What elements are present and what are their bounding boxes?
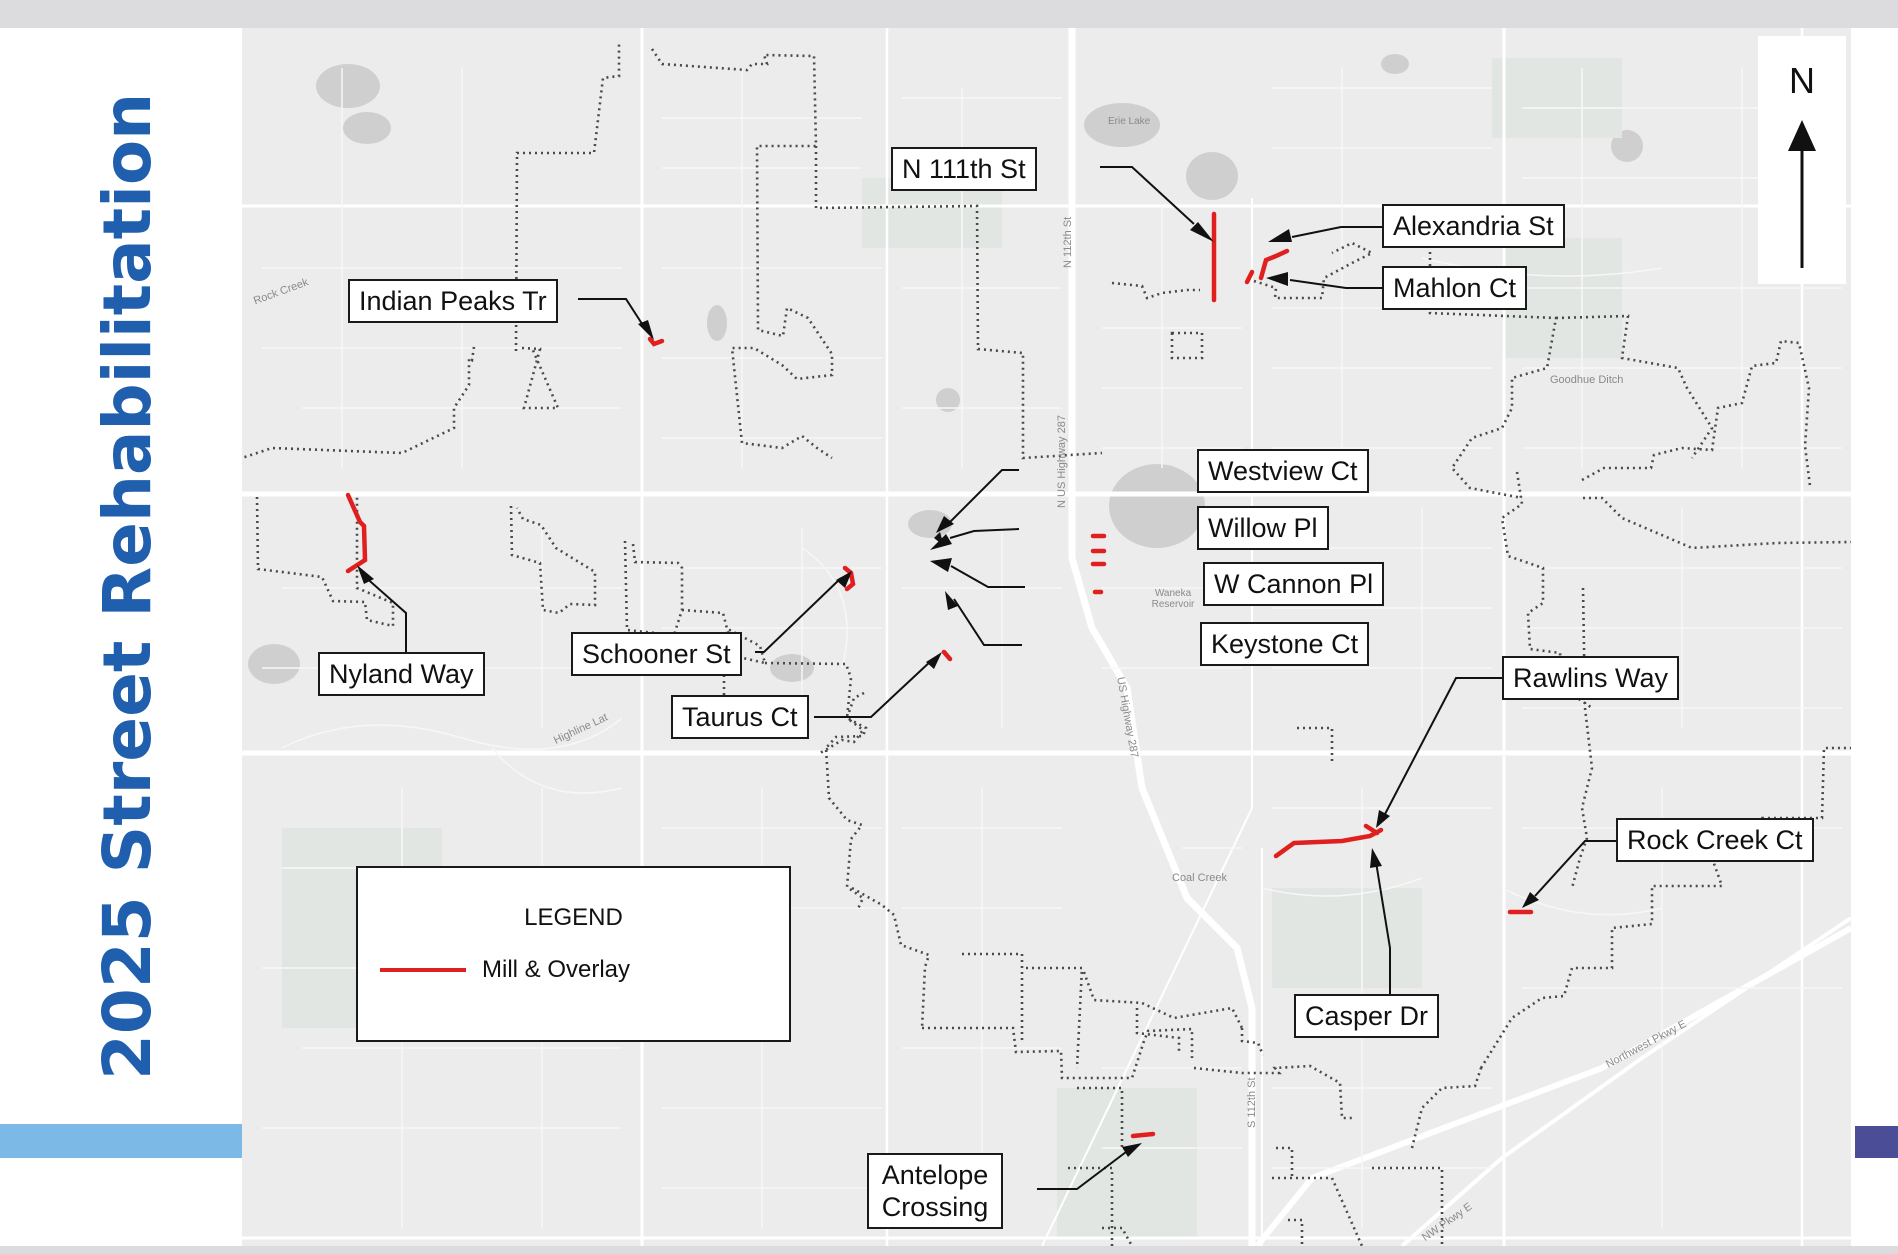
major-roads	[242, 28, 1851, 1246]
callout-schooner-st: Schooner St	[571, 632, 742, 676]
callout-indian-peaks-tr: Indian Peaks Tr	[348, 279, 558, 323]
segment-indian-peaks-tr	[647, 336, 665, 347]
callout-w-cannon-pl: W Cannon Pl	[1203, 562, 1385, 606]
water-bodies	[248, 54, 1643, 684]
legend-label-mill-overlay: Mill & Overlay	[482, 956, 631, 983]
map-label-n-112th-st: N 112th St	[1062, 216, 1074, 268]
map-label-waneka-reservoir: Waneka Reservoir	[1151, 588, 1195, 610]
map-label-n-us-highway-287: N US Highway 287	[1056, 415, 1068, 508]
callout-willow-pl: Willow Pl	[1197, 506, 1329, 550]
callout-antelope-crossing-line1: Antelope	[881, 1160, 989, 1190]
north-arrow-icon	[1788, 120, 1816, 268]
callout-antelope-crossing-line2: Crossing	[881, 1192, 989, 1222]
callout-rawlins-way: Rawlins Way	[1502, 656, 1680, 700]
callout-taurus-ct: Taurus Ct	[671, 695, 809, 739]
accent-bar-right	[1855, 1126, 1898, 1158]
bottom-band	[0, 1246, 1898, 1254]
callout-westview-ct: Westview Ct	[1197, 449, 1369, 493]
slide-title: 2025 Street Rehabilitation	[89, 92, 166, 1080]
leader-lines	[362, 166, 1618, 1190]
callout-n-111th-st: N 111th St	[891, 147, 1037, 191]
callout-rock-creek-ct: Rock Creek Ct	[1616, 818, 1814, 862]
legend-swatch-mill-overlay	[380, 968, 466, 972]
callout-casper-dr: Casper Dr	[1294, 994, 1440, 1038]
north-arrow: N	[1758, 36, 1846, 284]
map: Erie Lake Waneka Reservoir N US Highway …	[242, 28, 1851, 1246]
legend: LEGEND Mill & Overlay	[356, 866, 791, 1042]
segment-taurus-ct	[941, 649, 953, 662]
segment-rawlins-way	[1273, 827, 1384, 859]
mill-overlay-segments	[345, 211, 1534, 1139]
segment-nyland-way	[345, 492, 368, 574]
callout-keystone-ct: Keystone Ct	[1200, 622, 1370, 666]
callout-mahlon-ct: Mahlon Ct	[1382, 266, 1528, 310]
segment-rawlins-spur	[1363, 823, 1380, 836]
leader-arrowheads	[357, 222, 1539, 1157]
map-label-s-112th-st: S 112th St	[1246, 1077, 1258, 1128]
map-label-coal-creek: Coal Creek	[1172, 872, 1228, 884]
north-label: N	[1789, 60, 1815, 101]
map-label-goodhue-ditch: Goodhue Ditch	[1550, 374, 1624, 386]
legend-title: LEGEND	[524, 904, 623, 931]
map-label-erie-lake: Erie Lake	[1108, 116, 1151, 127]
segment-alexandria-st	[1258, 248, 1290, 281]
callout-alexandria-st: Alexandria St	[1382, 204, 1565, 248]
accent-bar-left	[0, 1124, 245, 1158]
segment-antelope-crossing	[1130, 1131, 1156, 1139]
segment-mahlon-ct	[1244, 269, 1255, 285]
segment-schooner-st	[842, 565, 856, 592]
callout-antelope-crossing: Antelope Crossing	[867, 1153, 1003, 1229]
callout-nyland-way: Nyland Way	[318, 652, 485, 696]
top-band	[0, 0, 1898, 28]
